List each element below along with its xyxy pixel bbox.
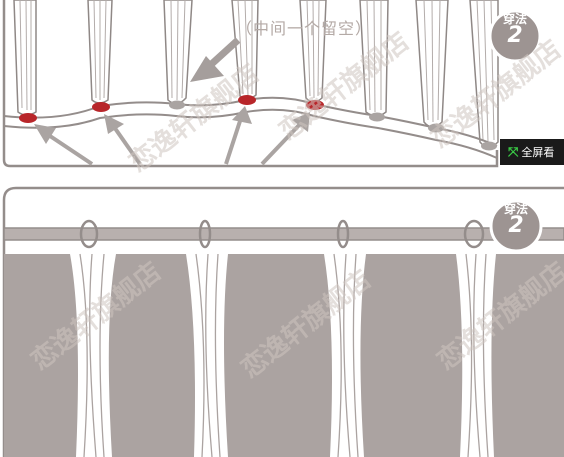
curtain-rod <box>3 227 564 241</box>
pin-gray <box>481 141 497 151</box>
bottom-panel <box>2 186 564 457</box>
pin-red <box>238 95 256 105</box>
gap-arrow <box>190 37 241 82</box>
badge-title: 穿法 <box>503 202 528 216</box>
pin-gray <box>369 112 385 122</box>
pleat-group <box>70 219 116 457</box>
gap-annotation: （中间一个留空） <box>236 19 373 38</box>
pleat-strip-lines <box>19 0 495 143</box>
badge-number: 2 <box>507 23 523 48</box>
pin-red <box>92 102 110 112</box>
curtain-rail-lower <box>3 108 498 159</box>
top-panel-frame <box>2 0 499 168</box>
fullscreen-icon: ⤧ <box>508 144 519 160</box>
method-badge-top <box>488 9 542 63</box>
curtain-ring <box>79 219 99 249</box>
pin-gray <box>169 100 185 110</box>
pin-red <box>306 100 324 110</box>
badge-title: 穿法 <box>502 12 527 26</box>
method-badge-bottom <box>489 199 543 253</box>
pleat-group <box>324 219 366 457</box>
pleat-fabric <box>456 254 496 457</box>
method-badge-bottom-text: 穿法 2 <box>496 203 536 237</box>
pleat-strip <box>13 0 37 116</box>
curtain-ring <box>463 219 485 249</box>
pleat-group <box>456 219 496 457</box>
pleat-fabric <box>70 254 116 457</box>
curtain-ring <box>198 219 212 249</box>
pointer-arrows <box>34 106 310 166</box>
curtain-ring <box>336 219 350 249</box>
rail-pins <box>19 95 497 151</box>
badge-number: 2 <box>508 213 524 238</box>
top-panel <box>2 0 542 168</box>
method-badge-top-text: 穿法 2 <box>495 13 535 47</box>
bottom-panel-frame <box>2 186 564 457</box>
pin-gray <box>428 123 444 133</box>
pleat-group <box>186 219 228 457</box>
fullscreen-label: 全屏看 <box>521 146 555 159</box>
pin-red <box>19 113 37 123</box>
fullscreen-button[interactable]: ⤧ 全屏看 <box>500 139 564 165</box>
